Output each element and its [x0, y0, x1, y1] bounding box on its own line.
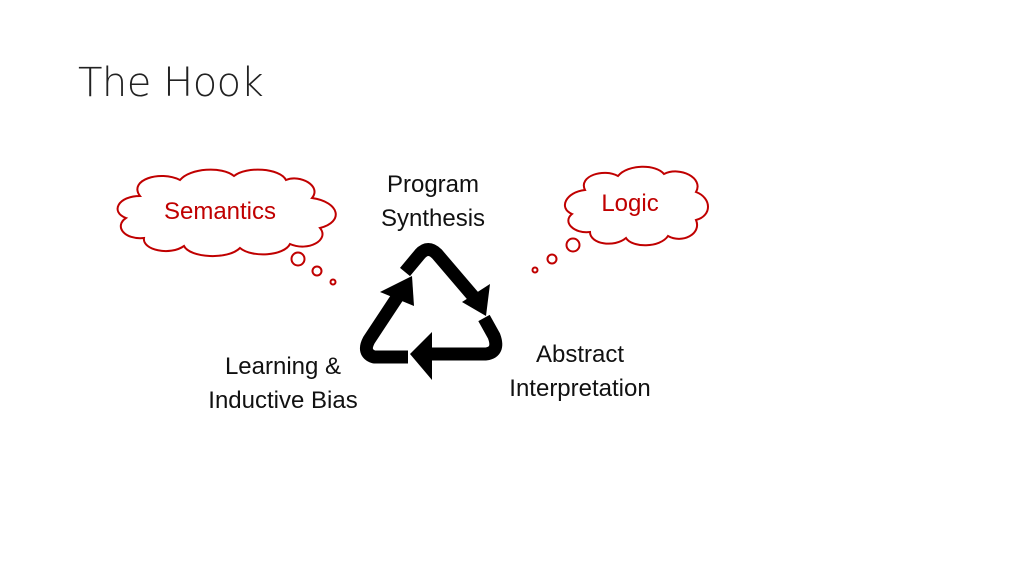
cloud-logic-bubble-large [565, 237, 581, 253]
cycle-arrows [359, 243, 503, 364]
node-abstract-interpretation-line-1: Abstract [535, 341, 625, 368]
cloud-semantics-shape [116, 168, 337, 258]
node-learning-inductive-bias: Learning & Inductive Bias [190, 350, 376, 418]
cloud-logic-label: Logic [601, 190, 659, 217]
node-abstract-interpretation: Abstract Interpretation [488, 338, 672, 406]
node-program-synthesis: Program Synthesis [363, 168, 503, 236]
slide-title: The Hook [78, 60, 264, 106]
cloud-semantics-label: Semantics [163, 198, 277, 225]
cloud-semantics-bubble-large [290, 251, 306, 267]
cloud-logic-bubble-small [531, 266, 539, 274]
cloud-semantics-bubble-small [329, 278, 337, 286]
cloud-logic [531, 165, 709, 274]
cloud-logic-shape [563, 165, 709, 247]
node-learning-line-1: Learning & [224, 353, 342, 380]
cloud-semantics [116, 168, 337, 286]
node-learning-line-2: Inductive Bias [208, 387, 358, 414]
arrow-learning-to-synthesis [359, 286, 408, 364]
cycle-arrowheads [380, 276, 490, 380]
cloud-logic-bubble-medium [546, 253, 558, 265]
arrowhead-bottom [410, 332, 432, 380]
cloud-semantics-bubble-medium [311, 265, 323, 277]
node-program-synthesis-line-1: Program [386, 171, 480, 198]
arrowhead-right [462, 284, 490, 316]
arrow-interpretation-to-learning [428, 314, 503, 361]
node-program-synthesis-line-2: Synthesis [380, 205, 486, 232]
arrow-synthesis-to-interpretation [400, 243, 483, 307]
node-abstract-interpretation-line-2: Interpretation [509, 375, 651, 402]
arrowhead-left [380, 276, 414, 306]
